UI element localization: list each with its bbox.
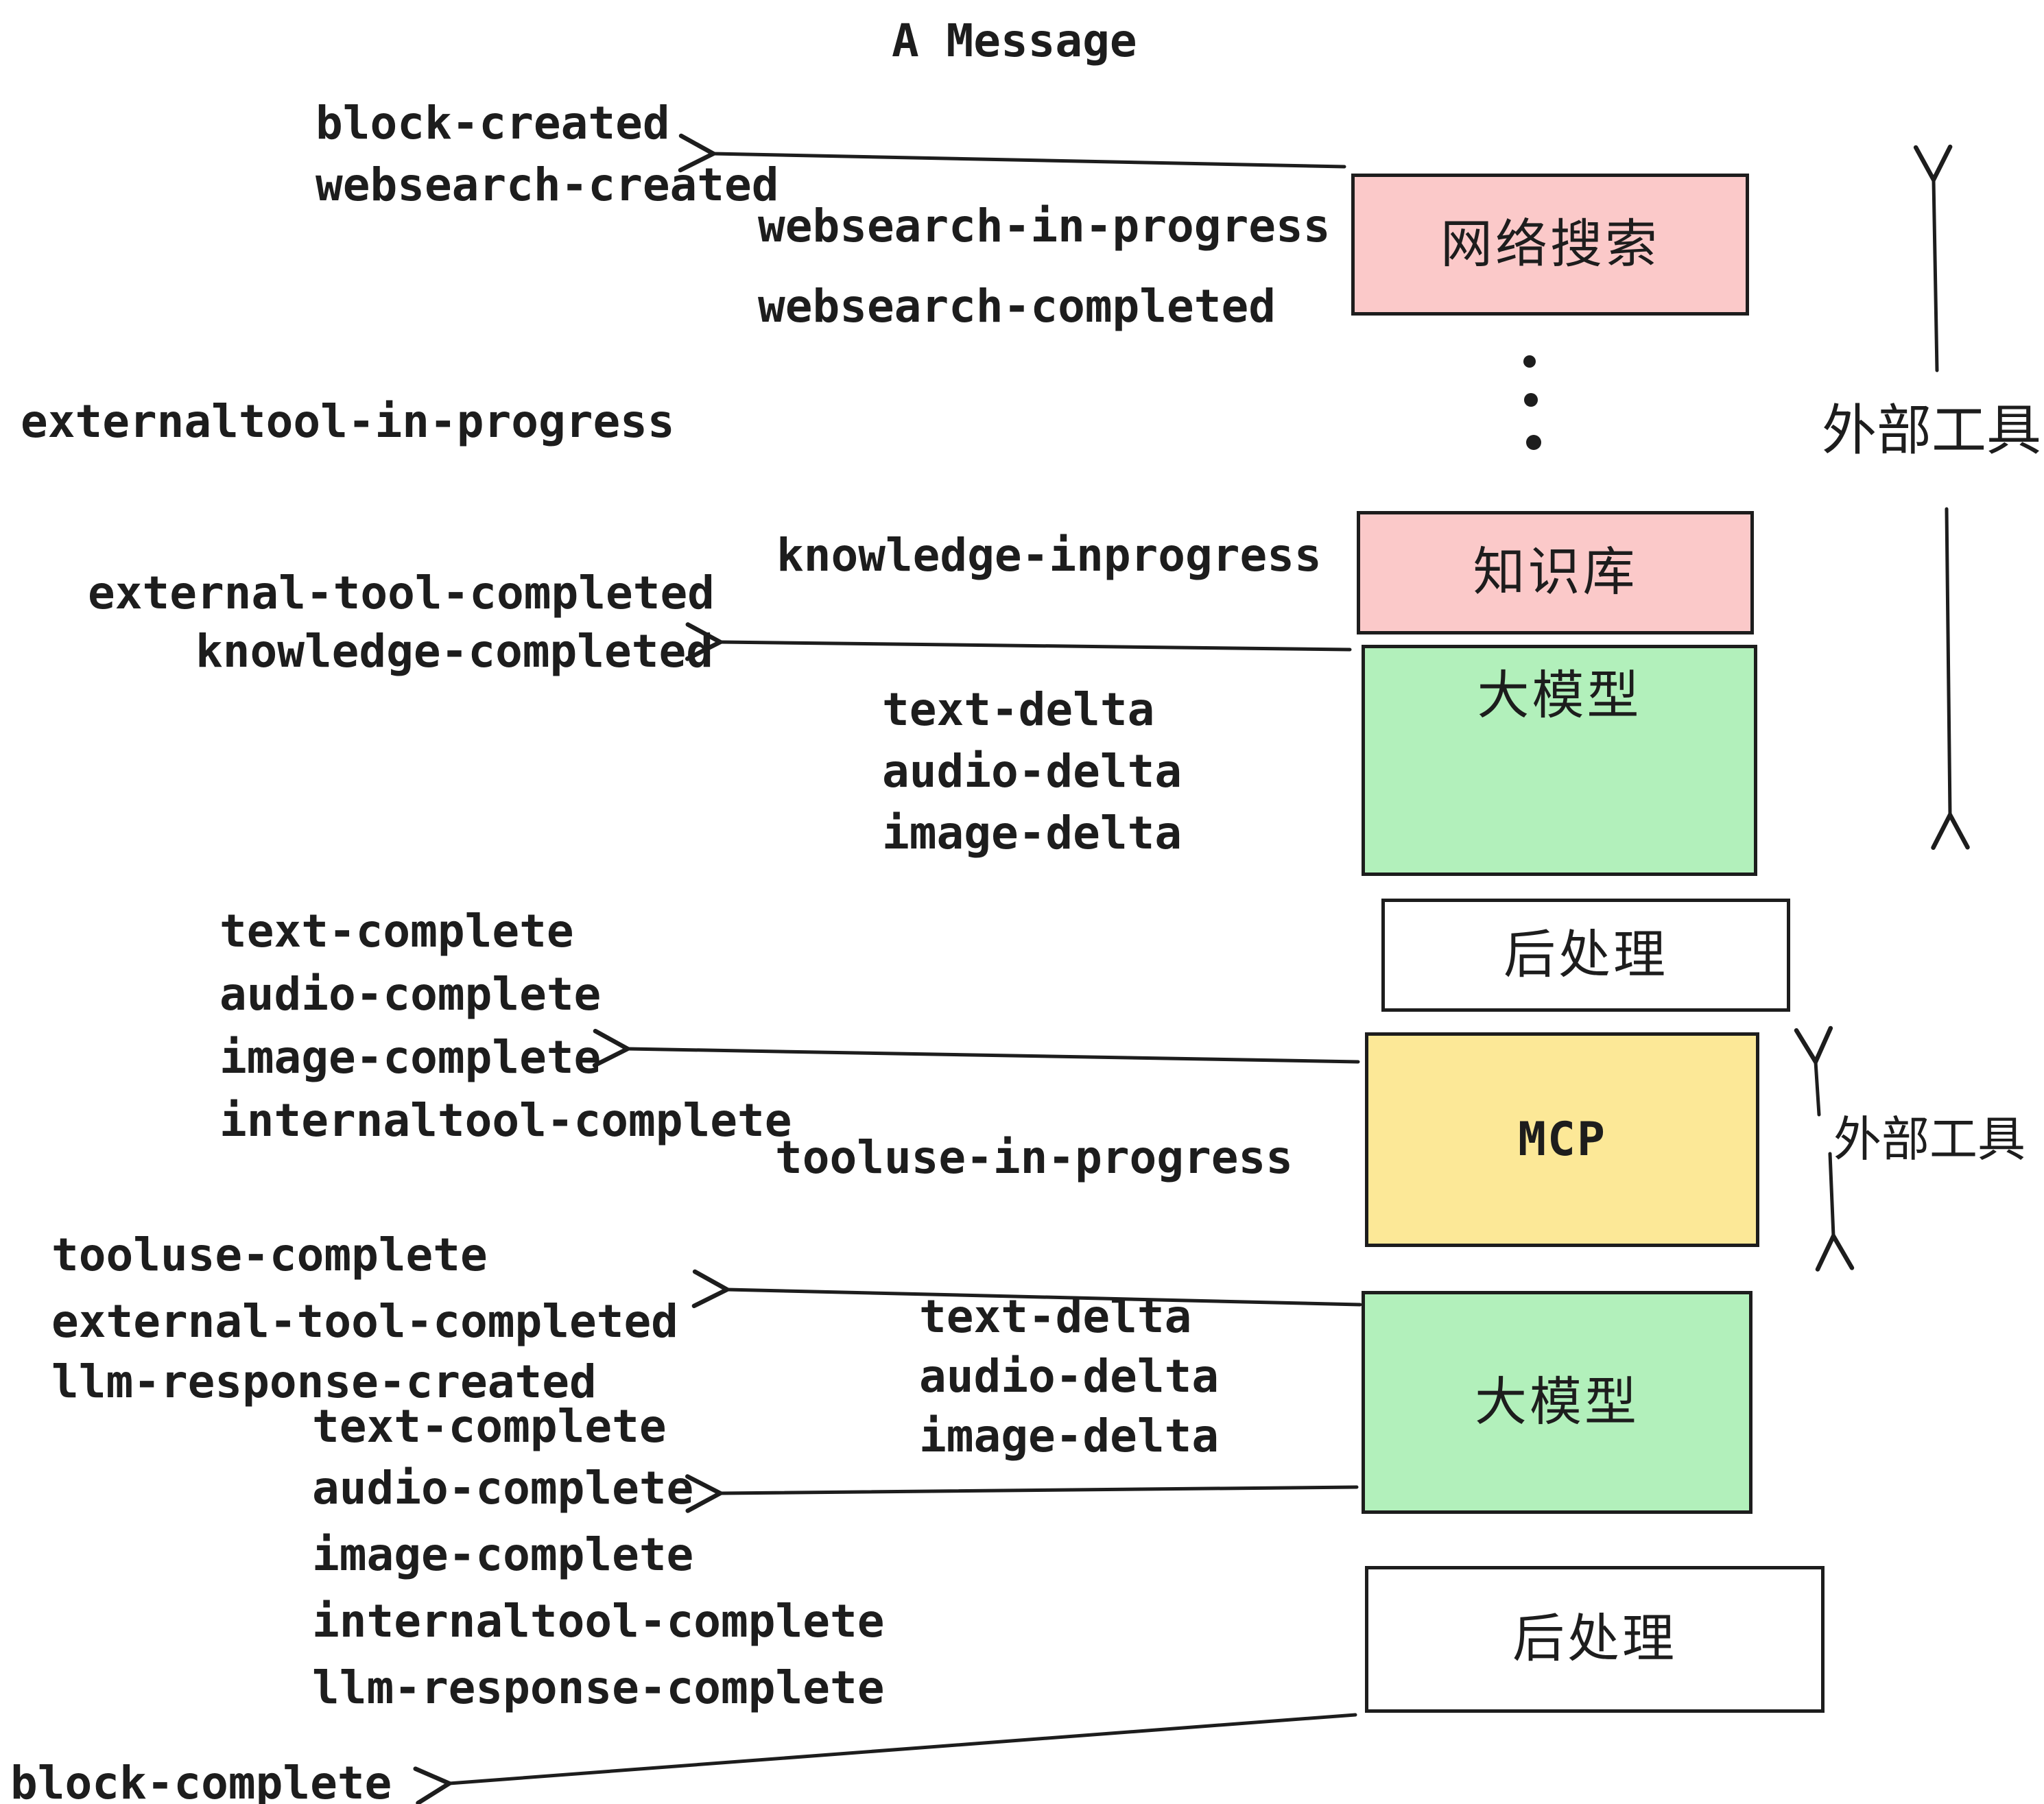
event-text-complete-1: text-complete xyxy=(219,905,574,958)
box-websearch-label: 网络搜索 xyxy=(1440,215,1660,274)
event-llm-response-complete: llm-response-complete xyxy=(312,1661,885,1714)
ellipsis-dot-2 xyxy=(1524,393,1538,407)
ellipsis-dot-3 xyxy=(1526,435,1541,450)
event-audio-delta-2: audio-delta xyxy=(919,1350,1220,1403)
event-block-complete: block-complete xyxy=(10,1757,392,1804)
event-external-tool-completed-1: external-tool-completed xyxy=(88,567,715,619)
arrow-websearch-created xyxy=(678,133,1346,173)
event-websearch-created: websearch-created xyxy=(316,158,779,211)
event-external-tool-completed-2: external-tool-completed xyxy=(51,1295,678,1348)
box-knowledge-label: 知识库 xyxy=(1473,543,1638,602)
box-knowledge: 知识库 xyxy=(1357,511,1754,634)
box-postprocess-1-label: 后处理 xyxy=(1504,925,1668,984)
box-mcp-label: MCP xyxy=(1518,1112,1606,1167)
arrow-image-complete xyxy=(592,1028,1360,1068)
mcp-external-tools-down-arrow xyxy=(1815,1152,1855,1272)
box-llm-1: 大模型 xyxy=(1362,645,1757,876)
event-audio-delta-1: audio-delta xyxy=(882,745,1183,798)
mcp-external-tools-up-arrow xyxy=(1794,1025,1833,1117)
event-image-delta-2: image-delta xyxy=(919,1410,1220,1462)
event-tooluse-complete: tooluse-complete xyxy=(51,1229,488,1281)
event-websearch-in-progress: websearch-in-progress xyxy=(758,200,1331,252)
event-llm-response-created: llm-response-created xyxy=(51,1355,597,1408)
external-tools-label-top: 外部工具 xyxy=(1822,400,2041,461)
event-image-complete-2: image-complete xyxy=(312,1528,694,1581)
event-knowledge-completed: knowledge-completed xyxy=(195,625,713,678)
event-knowledge-inprogress: knowledge-inprogress xyxy=(776,529,1322,582)
event-internaltool-complete-2: internaltool-complete xyxy=(312,1595,885,1648)
box-llm-2-label: 大模型 xyxy=(1475,1373,1639,1432)
box-llm-1-label: 大模型 xyxy=(1477,667,1642,725)
arrow-audio-complete xyxy=(685,1474,1359,1513)
ellipsis-dot-1 xyxy=(1523,355,1536,368)
event-block-created: block-created xyxy=(316,97,670,150)
event-image-delta-1: image-delta xyxy=(882,807,1183,859)
arrow-knowledge-completed xyxy=(685,622,1352,661)
event-externaltool-in-progress: externaltool-in-progress xyxy=(21,395,675,448)
box-postprocess-2-label: 后处理 xyxy=(1512,1610,1677,1668)
event-websearch-completed: websearch-completed xyxy=(758,280,1276,333)
event-internaltool-complete-1: internaltool-complete xyxy=(219,1094,792,1147)
box-llm-2: 大模型 xyxy=(1362,1291,1752,1514)
external-tools-label-mcp: 外部工具 xyxy=(1833,1113,2025,1166)
box-mcp: MCP xyxy=(1365,1032,1759,1247)
external-tools-up-arrow xyxy=(1913,144,1953,372)
arrow-block-complete xyxy=(413,1713,1357,1804)
event-text-delta-2: text-delta xyxy=(919,1290,1192,1343)
event-audio-complete-2: audio-complete xyxy=(312,1462,694,1515)
page-title: A Message xyxy=(892,14,1137,67)
event-text-complete-2: text-complete xyxy=(312,1400,667,1453)
external-tools-down-arrow xyxy=(1931,507,1970,851)
box-websearch: 网络搜索 xyxy=(1351,174,1749,316)
event-text-delta-1: text-delta xyxy=(882,683,1155,736)
event-audio-complete-1: audio-complete xyxy=(219,968,602,1021)
box-postprocess-1: 后处理 xyxy=(1381,899,1790,1012)
event-image-complete-1: image-complete xyxy=(219,1031,602,1084)
box-postprocess-2: 后处理 xyxy=(1365,1566,1825,1713)
event-tooluse-in-progress: tooluse-in-progress xyxy=(775,1131,1293,1184)
